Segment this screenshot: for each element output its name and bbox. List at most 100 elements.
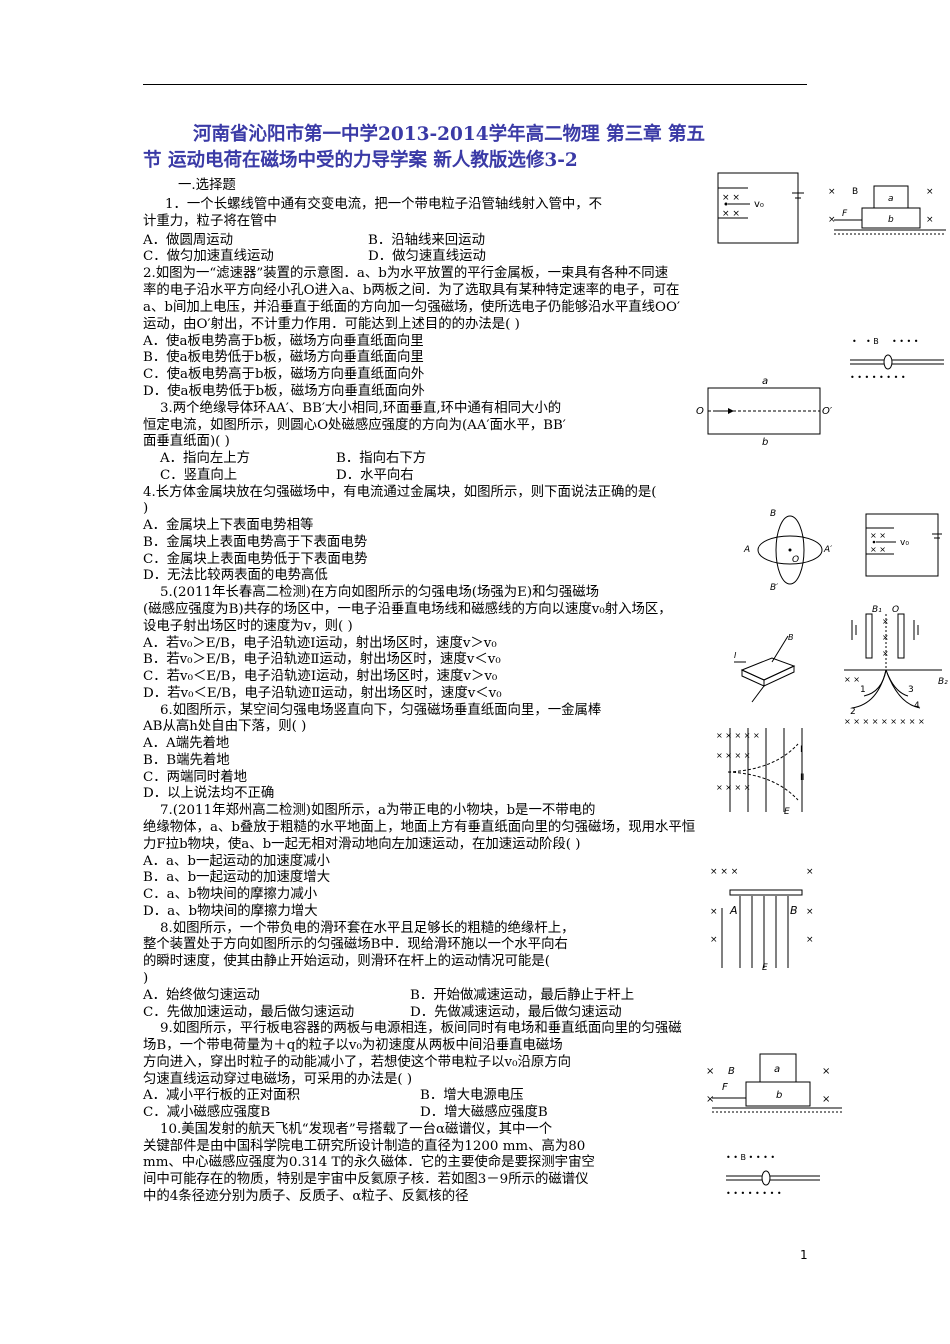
q4-opt-b: B．金属块上表面电势高于下表面电势 xyxy=(143,535,368,550)
svg-text:4: 4 xyxy=(914,701,920,711)
q9-stem-4: 匀速直线运动穿过电磁场，可采用的办法是( ) xyxy=(143,1072,413,1087)
svg-text:• • • • • • • •: • • • • • • • • xyxy=(850,373,906,382)
svg-text:v₀: v₀ xyxy=(900,538,909,548)
figure-blocks-bottom: ×B × a b F ×× xyxy=(706,1053,842,1113)
q7-opt-d: D．a、b物块间的摩擦力增大 xyxy=(143,904,318,919)
q8-opt-c: C．先做加速运动，最后做匀速运动 xyxy=(143,1005,355,1020)
svg-text:I: I xyxy=(734,651,737,660)
svg-text:×: × xyxy=(710,907,718,917)
svg-text:× × ×: × × × xyxy=(710,867,738,877)
q7-stem-2: 绝缘物体，a、b叠放于粗糙的水平地面上，地面上方有垂直纸面向里的匀强磁场，现用水… xyxy=(143,820,696,835)
figure-capacitor-top: × × × × v₀ xyxy=(717,172,804,244)
svg-text:• B: • B xyxy=(866,337,879,346)
q9-stem-1: 9.如图所示，平行板电容器的两板与电源相连，板间同时有电场和垂直纸面向里的匀强磁 xyxy=(160,1021,682,1036)
q10-stem-5: 中的4条径迹分别为质子、反质子、α粒子、反氦核的径 xyxy=(143,1189,469,1204)
q2-stem-2: 率的电子沿水平方向经小孔O进入a、b两板之间．为了选取具有某种特定速率的电子，可… xyxy=(143,283,680,298)
svg-text:a: a xyxy=(774,1064,780,1075)
q6-stem-2: AB从高h处自由下落，则( ) xyxy=(143,719,307,734)
q3-stem-1: 3.两个绝缘导体环AA′、BB′大小相同,环面垂直,环中通有相同大小的 xyxy=(160,401,562,416)
svg-text:O′: O′ xyxy=(822,406,833,417)
q5-opt-a: A．若v₀＞E/B，电子沿轨迹Ⅰ运动，射出场区时，速度v＞v₀ xyxy=(143,636,497,651)
svg-text:A: A xyxy=(729,904,738,917)
svg-text:×: × xyxy=(822,1094,830,1105)
svg-text:× × × ×: × × × × xyxy=(716,751,750,760)
q5-stem-1: 5.(2011年长春高二检测)在方向如图所示的匀强电场(场强为E)和匀强磁场 xyxy=(160,585,600,600)
svg-text:E: E xyxy=(762,963,768,973)
svg-text:B: B xyxy=(790,904,798,917)
svg-text:× ×: × × xyxy=(722,209,740,219)
figure-ring-rod-right: • B • • • • • • • • • • • • • xyxy=(850,337,944,382)
svg-text:×: × xyxy=(710,935,718,945)
q2-stem-3: a、b间加上电压，并沿垂直于纸面的方向加一匀强磁场，使所选电子仍能够沿水平直线O… xyxy=(143,300,681,315)
svg-text:O: O xyxy=(892,605,899,615)
figure-two-rings: B A A′ O B′ xyxy=(743,509,832,593)
svg-text:× × × × ×: × × × × × xyxy=(716,731,760,740)
q2-stem-1: 2.如图为一“滤速器”装置的示意图．a、b为水平放置的平行金属板，一束具有各种不… xyxy=(143,266,669,281)
svg-text:B: B xyxy=(770,509,776,519)
q8-stem-3: 的瞬时速度，使其由静止开始运动，则滑环在杆上的运动情况可能是( xyxy=(143,954,550,969)
q7-opt-c: C．a、b物块间的摩擦力减小 xyxy=(143,887,318,902)
title-line-1: 河南省沁阳市第一中学2013-2014学年高二物理 第三章 第五 xyxy=(193,124,706,145)
svg-text:× ×: × × xyxy=(722,193,740,203)
svg-text:F: F xyxy=(722,1082,728,1093)
figure-blocks-top-right: ×B × a b F ×× xyxy=(828,185,946,235)
q6-opt-c: C．两端同时着地 xyxy=(143,770,247,785)
q10-stem-2: 关键部件是由中国科学院电工研究所设计制造的直径为1200 mm、高为80 xyxy=(143,1139,586,1154)
q7-opt-a: A．a、b一起运动的加速度减小 xyxy=(143,854,330,869)
q5-stem-2: (磁感应强度为B)共存的场区中，一电子沿垂直电场线和磁感线的方向以速度v₀射入场… xyxy=(143,602,672,617)
page-title: 河南省沁阳市第一中学2013-2014学年高二物理 第三章 第五 节 运动电荷在… xyxy=(143,122,815,174)
q6-opt-b: B．B端先着地 xyxy=(143,753,230,768)
svg-text:E: E xyxy=(784,807,790,817)
svg-text:B′: B′ xyxy=(770,583,778,593)
q3-opt-a: A．指向左上方 xyxy=(160,451,251,466)
svg-text:3: 3 xyxy=(908,685,914,695)
q9-stem-3: 方向进入，穿出时粒子的动能减小了，若想使这个带电粒子以v₀沿原方向 xyxy=(143,1055,572,1070)
q7-stem-1: 7.(2011年郑州高二检测)如图所示，a为带正电的小物块，b是一不带电的 xyxy=(160,803,596,818)
svg-text:×: × xyxy=(822,1066,830,1077)
figure-ring-rod-bottom: • • B • • • • • • • • • • • • xyxy=(726,1153,820,1198)
svg-text:O: O xyxy=(696,406,704,417)
q6-stem-1: 6.如图所示，某空间匀强电场竖直向下，匀强磁场垂直纸面向里，一金属棒 xyxy=(160,703,602,718)
q1-opt-d: D．做匀速直线运动 xyxy=(368,249,486,264)
q4-opt-a: A．金属块上下表面电势相等 xyxy=(143,518,314,533)
q3-opt-d: D．水平向右 xyxy=(336,468,414,483)
svg-text:•: • xyxy=(852,337,857,346)
svg-text:× ×: × × xyxy=(870,531,886,540)
svg-text:× ×: × × xyxy=(844,675,860,684)
figure-plates-ab: a O O′ b xyxy=(696,376,833,448)
svg-text:b: b xyxy=(762,437,768,448)
q8-opt-b: B．开始做减速运动，最后静止于杆上 xyxy=(410,988,635,1003)
svg-text:a: a xyxy=(888,194,894,204)
figure-spectrometer: B₁ O ××× B₂ 1 2 3 4 × × × × × × × × × × … xyxy=(844,605,948,726)
q4-stem-1: 4.长方体金属块放在匀强磁场中，有电流通过金属块，如图所示，则下面说法正确的是( xyxy=(143,485,657,500)
section-heading: 一.选择题 xyxy=(178,178,236,193)
q7-stem-3: 力F拉b物块，使a、b一起无相对滑动地向左加速运动，在加速运动阶段( ) xyxy=(143,837,581,852)
q2-stem-4: 运动，由O′射出，不计重力作用．可能达到上述目的的办法是( ) xyxy=(143,317,520,332)
q5-opt-d: D．若v₀＜E/B，电子沿轨迹Ⅱ运动，射出场区时，速度v＜v₀ xyxy=(143,686,502,701)
svg-text:b: b xyxy=(776,1090,782,1101)
svg-text:×: × xyxy=(806,907,814,917)
q6-opt-d: D．以上说法均不正确 xyxy=(143,786,275,801)
q8-stem-2: 整个装置处于方向如图所示的匀强磁场B中．现给滑环施以一个水平向右 xyxy=(143,937,568,952)
svg-text:2: 2 xyxy=(850,707,856,717)
svg-text:×: × xyxy=(806,867,814,877)
svg-text:• • • •: • • • • xyxy=(892,337,919,346)
svg-text:A: A xyxy=(743,545,750,555)
q3-stem-2: 恒定电流，如图所示，则圆心O处磁感应强度的方向为(AA′面水平，BB′ xyxy=(143,418,566,433)
q4-opt-c: C．金属块上表面电势低于下表面电势 xyxy=(143,552,368,567)
q10-stem-3: mm、中心磁感应强度为0.314 T的永久磁体．它的主要使命是要探测宇宙空 xyxy=(143,1155,595,1170)
svg-text:1: 1 xyxy=(860,685,866,695)
q1-opt-b: B．沿轴线来回运动 xyxy=(368,233,485,248)
q9-opt-b: B．增大电源电压 xyxy=(420,1088,524,1103)
q10-stem-4: 间中可能存在的物质，特别是宇宙中反氦原子核．若如图3－9所示的磁谱仪 xyxy=(143,1172,589,1187)
svg-text:×: × xyxy=(882,649,889,658)
svg-text:×: × xyxy=(882,633,889,642)
q10-stem-1: 10.美国发射的航天飞机“发现者”号搭载了一台α磁谱仪，其中一个 xyxy=(160,1122,553,1137)
q9-opt-c: C．减小磁感应强度B xyxy=(143,1105,271,1120)
svg-text:B₂: B₂ xyxy=(938,677,948,687)
svg-text:×: × xyxy=(882,617,889,626)
q1-stem-2: 计重力，粒子将在管中 xyxy=(143,214,277,229)
header-rule xyxy=(143,84,807,85)
q5-opt-c: C．若v₀＜E/B，电子沿轨迹Ⅰ运动，射出场区时，速度v＞v₀ xyxy=(143,669,498,684)
svg-text:Ⅱ: Ⅱ xyxy=(800,773,804,783)
